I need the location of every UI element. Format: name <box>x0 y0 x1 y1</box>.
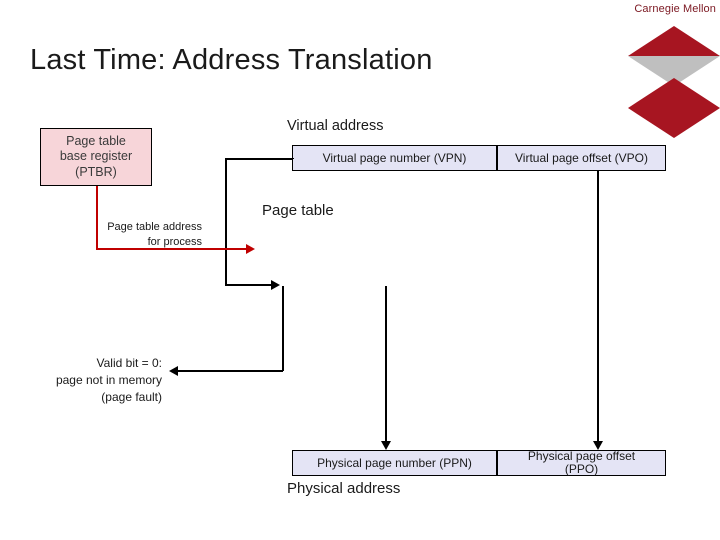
chevron-up-red-1 <box>628 26 720 56</box>
vpn-left-to-arrow <box>225 284 273 286</box>
vpn-box: Virtual page number (VPN) <box>292 145 497 171</box>
ptbr-red-vertical <box>96 186 98 249</box>
page-fault-vertical <box>282 286 284 371</box>
pte-to-ppn-arrow <box>381 441 391 450</box>
page-table-label: Page table <box>262 202 334 219</box>
pte-to-ppn-vertical <box>385 286 387 442</box>
ppn-box: Physical page number (PPN) <box>292 450 497 476</box>
ppo-line-1: Physical page offset <box>527 448 636 463</box>
physical-address-label: Physical address <box>287 480 401 497</box>
valid-bit-line-3: (page fault) <box>101 389 162 404</box>
virtual-address-label: Virtual address <box>287 118 384 134</box>
valid-bit-label: Valid bit = 0: page not in memory (page … <box>40 355 162 405</box>
vpo-to-ppo-arrow <box>593 441 603 450</box>
vpn-left-vertical <box>225 158 227 286</box>
ptbr-line-3: (PTBR) <box>75 164 117 179</box>
vpn-entry-arrow <box>271 280 280 290</box>
page-table-address-label: Page table address for process <box>60 220 202 250</box>
ptbr-red-arrow <box>246 244 255 254</box>
ppo-box: Physical page offset (PPO) <box>497 448 666 476</box>
vpn-to-left-horizontal <box>225 158 293 160</box>
vpo-box: Virtual page offset (VPO) <box>497 145 666 171</box>
ptbr-red-horizontal <box>96 248 248 250</box>
valid-bit-line-2: page not in memory <box>55 372 162 387</box>
page-table-address-line-2: for process <box>147 235 202 248</box>
page-fault-horizontal <box>178 370 283 372</box>
ptbr-line-1: Page table <box>66 133 126 148</box>
ptbr-line-2: base register <box>59 149 133 164</box>
valid-bit-line-1: Valid bit = 0: <box>96 356 162 370</box>
page-title: Last Time: Address Translation <box>30 44 433 76</box>
chevron-up-red-2 <box>628 78 720 108</box>
ptbr-box: Page table base register (PTBR) <box>40 128 152 186</box>
chevron-decoration <box>628 26 720 138</box>
page-fault-arrow <box>169 366 178 376</box>
ppo-line-2: (PPO) <box>564 462 599 476</box>
chevron-down-red-1 <box>628 108 720 138</box>
university-branding: Carnegie Mellon <box>634 3 716 15</box>
vpo-to-ppo-vertical <box>597 171 599 442</box>
page-table-address-line-1: Page table address <box>107 221 202 233</box>
